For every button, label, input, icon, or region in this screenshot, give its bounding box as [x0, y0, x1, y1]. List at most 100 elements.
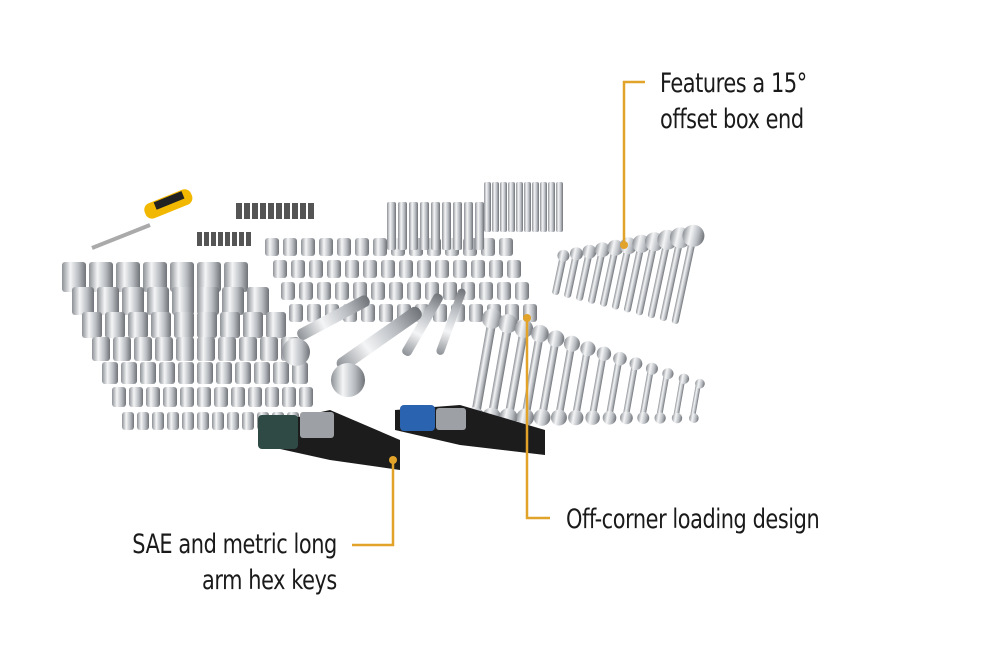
- callout-line-2: arm hex keys: [202, 565, 337, 596]
- socket: [212, 412, 224, 430]
- bit: [232, 232, 237, 246]
- socket: [231, 387, 245, 407]
- socket: [389, 282, 403, 300]
- wrench: [585, 346, 612, 425]
- socket: [247, 287, 269, 315]
- wrench: [550, 335, 580, 426]
- deep-socket: [420, 202, 429, 250]
- socket: [102, 362, 118, 384]
- socket: [113, 337, 131, 361]
- bit: [252, 203, 258, 219]
- wrench: [671, 373, 690, 424]
- deep-socket: [556, 182, 563, 232]
- socket: [197, 262, 221, 292]
- socket: [218, 337, 236, 361]
- wrench: [602, 351, 627, 425]
- socket: [248, 387, 262, 407]
- socket-set: [62, 182, 563, 430]
- socket: [167, 412, 179, 430]
- wrench: [689, 378, 705, 423]
- socket: [319, 238, 333, 256]
- wrench: [637, 362, 658, 424]
- wrench: [552, 249, 570, 296]
- deep-socket: [532, 182, 539, 232]
- socket: [515, 282, 529, 300]
- socket: [235, 362, 251, 384]
- wrench: [576, 244, 597, 301]
- hex-key-set-metric: [395, 405, 545, 455]
- socket: [497, 282, 511, 300]
- socket: [399, 260, 413, 278]
- socket: [499, 238, 513, 256]
- socket: [273, 362, 289, 384]
- bit: [292, 203, 298, 219]
- bit: [268, 203, 274, 219]
- socket: [281, 282, 295, 300]
- callout-offset-box-end: Features a 15° offset box end: [660, 66, 807, 138]
- bit: [236, 203, 242, 219]
- socket: [105, 312, 125, 338]
- socket: [337, 238, 351, 256]
- bit: [244, 203, 250, 219]
- bit: [308, 203, 314, 219]
- socket: [417, 260, 431, 278]
- socket: [435, 260, 449, 278]
- socket: [143, 262, 167, 292]
- socket: [128, 312, 148, 338]
- socket: [265, 387, 279, 407]
- socket: [112, 387, 126, 407]
- socket: [216, 362, 232, 384]
- socket: [222, 287, 244, 315]
- socket: [146, 387, 160, 407]
- callout-line-2: offset box end: [660, 104, 804, 135]
- socket: [242, 412, 254, 430]
- socket: [163, 387, 177, 407]
- bit: [300, 203, 306, 219]
- socket: [197, 337, 215, 361]
- socket: [152, 412, 164, 430]
- socket: [309, 260, 323, 278]
- socket: [407, 282, 421, 300]
- socket: [214, 387, 228, 407]
- callout-hex-keys: SAE and metric long arm hex keys: [132, 527, 337, 599]
- socket: [507, 260, 521, 278]
- bit: [246, 232, 251, 246]
- ratchets: [282, 288, 466, 397]
- deep-socket: [431, 202, 440, 250]
- socket: [299, 282, 313, 300]
- socket: [197, 362, 213, 384]
- socket: [227, 412, 239, 430]
- socket: [273, 260, 287, 278]
- deep-socket: [524, 182, 531, 232]
- bit: [284, 203, 290, 219]
- deep-socket: [500, 182, 507, 232]
- socket: [72, 287, 94, 315]
- socket: [301, 238, 315, 256]
- socket: [489, 260, 503, 278]
- bit: [260, 203, 266, 219]
- socket: [147, 287, 169, 315]
- bit: [239, 232, 244, 246]
- socket: [283, 238, 297, 256]
- hex-key-set-sae: [258, 410, 400, 470]
- deep-socket: [387, 202, 396, 250]
- socket: [151, 312, 171, 338]
- deep-socket: [398, 202, 407, 250]
- bit: [211, 232, 216, 246]
- deep-socket: [409, 202, 418, 250]
- socket: [361, 304, 375, 322]
- deep-socket: [464, 202, 473, 250]
- socket: [89, 262, 113, 292]
- wrench: [619, 357, 643, 425]
- socket: [137, 412, 149, 430]
- socket: [178, 362, 194, 384]
- socket: [243, 312, 263, 338]
- socket: [373, 238, 387, 256]
- socket: [174, 312, 194, 338]
- socket: [292, 362, 308, 384]
- callout-line-1: Features a 15°: [660, 68, 807, 99]
- socket: [379, 304, 393, 322]
- socket: [282, 387, 296, 407]
- deep-socket: [492, 182, 499, 232]
- socket: [121, 362, 137, 384]
